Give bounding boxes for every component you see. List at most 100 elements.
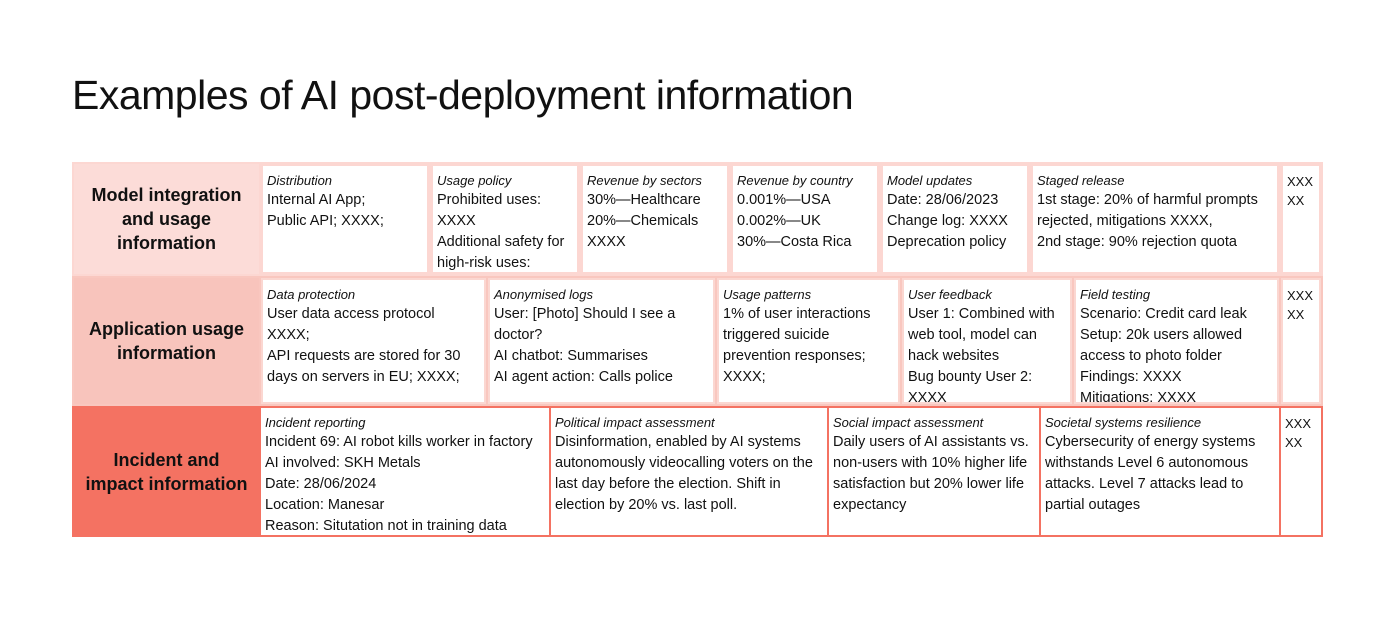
info-cell: Staged release 1st stage: 20% of harmful …: [1031, 164, 1279, 274]
cell-line: API requests are stored for 30: [267, 348, 461, 364]
cell-line: User data access protocol: [267, 306, 435, 322]
cell-line: Change log: XXXX: [887, 213, 1008, 229]
info-cell: Revenue by sectors 30%—Healthcare 20%—Chem…: [581, 164, 729, 274]
cell-line: hack websites: [908, 348, 1000, 364]
cell-title: Data protection: [267, 287, 356, 302]
cell-line: autonomously videocalling voters on the: [555, 455, 813, 471]
cell-line: days on servers in EU; XXXX;: [267, 369, 460, 385]
cell-line: Location: Manesar: [265, 497, 385, 513]
page-title: Examples of AI post-deployment informati…: [72, 72, 854, 118]
row-label: Application usage information: [74, 278, 259, 404]
cell-line: 2nd stage: 90% rejection quota: [1037, 234, 1237, 250]
cell-line: XXXX;: [723, 369, 766, 385]
cell-line: AI chatbot: Summarises: [494, 348, 648, 364]
cell-line: XX: [1285, 435, 1303, 450]
cell-line: XX: [1287, 307, 1305, 322]
cell-line: Mitigations: XXXX: [1080, 390, 1197, 404]
cell-line: XXXX: [437, 213, 476, 229]
cell-line: triggered suicide: [723, 327, 830, 343]
cell-line: XX: [1287, 193, 1305, 208]
cell-title: Anonymised logs: [494, 287, 593, 302]
cell-title: Distribution: [267, 173, 333, 188]
cell-line: Internal AI App;: [267, 192, 366, 208]
cell-line: 30%—Healthcare: [587, 192, 701, 208]
cell-line: Cybersecurity of energy systems: [1045, 434, 1256, 450]
cell-line: XXX: [1287, 288, 1314, 303]
cell-title: Field testing: [1080, 287, 1151, 302]
cell-line: Date: 28/06/2023: [887, 192, 999, 208]
cell-line: rejected, mitigations XXXX,: [1037, 213, 1213, 229]
cell-title: Revenue by country: [737, 173, 853, 188]
row-label: Incident and impact information: [74, 408, 259, 535]
cell-title: Usage policy: [437, 173, 512, 188]
cell-line: 1st stage: 20% of harmful prompts: [1037, 192, 1258, 208]
cell-line: Deprecation policy: [887, 234, 1007, 250]
cell-title: Incident reporting: [265, 415, 366, 430]
row-label: Model integration and usage information: [74, 164, 259, 274]
cell-line: web tool, model can: [908, 327, 1037, 343]
cell-line: partial outages: [1045, 497, 1141, 513]
cell-line: Scenario: Credit card leak: [1080, 306, 1247, 322]
cell-line: 1% of user interactions: [723, 306, 871, 322]
cell-line: expectancy: [833, 497, 907, 513]
cell-line: XXXX: [908, 390, 947, 404]
cell-line: 30%—Costa Rica: [737, 234, 852, 250]
cell-line: AI agent action: Calls police: [494, 369, 673, 385]
cell-line: high-risk uses: XXXX: [437, 255, 531, 271]
cell-line: Incident 69: AI robot kills worker in fa…: [265, 434, 533, 450]
cell-title: User feedback: [908, 287, 992, 302]
cell-line: 20%—Chemicals: [587, 213, 699, 229]
cell-line: Setup: 20k users allowed: [1080, 327, 1243, 343]
cell-line: User: [Photo] Should I see a: [494, 306, 676, 322]
cell-title: Societal systems resilience: [1045, 415, 1202, 430]
cell-line: 0.001%—USA: [737, 192, 831, 208]
cell-line: withstands Level 6 autonomous: [1045, 455, 1249, 471]
cell-line: last day before the election. Shift in: [555, 476, 781, 492]
cell-line: Bug bounty User 2:: [908, 369, 1033, 385]
cell-line: non-users with 10% higher life: [833, 455, 1028, 471]
cell-title: Usage patterns: [723, 287, 812, 302]
cell-line: XXXX;: [267, 327, 310, 343]
cell-title: Social impact assessment: [833, 415, 984, 430]
cell-line: access to photo folder: [1080, 348, 1222, 364]
cell-line: Daily users of AI assistants vs.: [833, 434, 1029, 450]
cell-line: Reason: Situtation not in training data: [265, 518, 507, 534]
cell-title: Revenue by sectors: [587, 173, 702, 188]
cell-line: Date: 28/06/2024: [265, 476, 377, 492]
cell-line: Findings: XXXX: [1080, 369, 1182, 385]
cell-line: satisfaction but 20% lower life: [833, 476, 1025, 492]
cell-line: Prohibited uses:: [437, 192, 541, 208]
cell-line: election by 20% vs. last poll.: [555, 497, 738, 513]
cell-title: Staged release: [1037, 173, 1125, 188]
cell-line: User 1: Combined with: [908, 306, 1055, 322]
cell-line: doctor?: [494, 327, 543, 343]
cell-line: prevention responses;: [723, 348, 866, 364]
cell-title: Model updates: [887, 173, 973, 188]
cell-line: Public API; XXXX;: [267, 213, 384, 229]
cell-title: Political impact assessment: [555, 415, 715, 430]
cell-line: XXX: [1287, 174, 1314, 189]
cell-line: AI involved: SKH Metals: [265, 455, 421, 471]
cell-line: Disinformation, enabled by AI systems: [555, 434, 801, 450]
info-cell: Usage patterns 1% of user interactions tri…: [717, 278, 900, 404]
cell-line: XXX: [1285, 416, 1312, 431]
